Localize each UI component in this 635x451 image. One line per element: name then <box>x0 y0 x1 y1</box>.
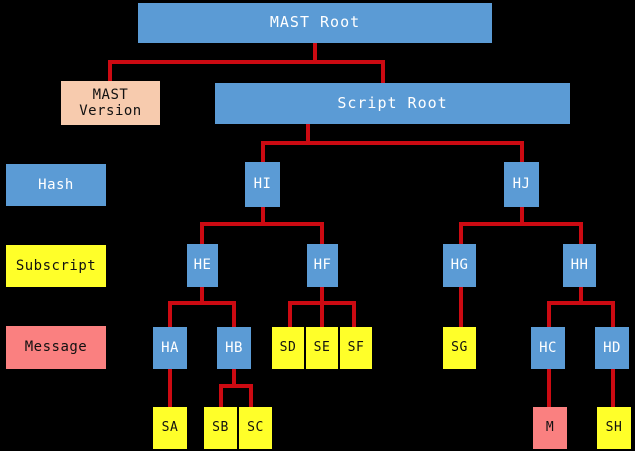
node-sc[interactable]: SC <box>239 407 272 449</box>
connector-to-se <box>320 301 324 328</box>
node-mast-version[interactable]: MAST Version <box>61 81 160 125</box>
node-m[interactable]: M <box>533 407 567 449</box>
node-hh[interactable]: HH <box>563 244 596 287</box>
connector-mast-root-stem <box>313 42 317 63</box>
node-script-root[interactable]: Script Root <box>215 83 570 124</box>
node-sf[interactable]: SF <box>340 327 372 369</box>
connector-he-stem <box>200 287 204 304</box>
connector-he-bar <box>168 301 236 305</box>
legend-item-message: Message <box>6 326 106 369</box>
node-hd[interactable]: HD <box>595 327 629 369</box>
connector-to-sd <box>288 301 292 328</box>
node-hj[interactable]: HJ <box>504 162 539 207</box>
connector-to-hg <box>459 222 463 245</box>
connector-hd-to-sh <box>611 369 615 408</box>
node-sa[interactable]: SA <box>153 407 187 449</box>
node-hb[interactable]: HB <box>217 327 251 369</box>
connector-to-he <box>200 222 204 245</box>
node-sh[interactable]: SH <box>597 407 631 449</box>
node-sb[interactable]: SB <box>204 407 237 449</box>
connector-to-hb <box>232 301 236 328</box>
connector-to-hj <box>520 141 524 163</box>
connector-hc-to-m <box>547 369 551 408</box>
node-se[interactable]: SE <box>306 327 338 369</box>
node-sg[interactable]: SG <box>443 327 476 369</box>
connector-to-hd <box>611 301 615 328</box>
connector-hj-stem <box>520 207 524 225</box>
node-hc[interactable]: HC <box>531 327 565 369</box>
node-sd[interactable]: SD <box>272 327 304 369</box>
connector-hh-bar <box>547 301 615 305</box>
legend-item-subscript: Subscript <box>6 245 106 287</box>
connector-to-sc <box>249 384 253 408</box>
node-ha[interactable]: HA <box>153 327 187 369</box>
connector-hg-to-sg <box>459 287 463 328</box>
node-hi[interactable]: HI <box>245 162 280 207</box>
connector-mast-root-bar <box>108 60 385 64</box>
connector-to-ha <box>168 301 172 328</box>
node-he[interactable]: HE <box>187 244 218 287</box>
connector-to-script-root <box>381 60 385 84</box>
connector-to-hc <box>547 301 551 328</box>
connector-hj-bar <box>459 222 583 226</box>
connector-script-root-bar <box>261 141 524 145</box>
connector-hh-stem <box>579 287 583 304</box>
connector-hf-stem <box>320 287 324 304</box>
connector-to-sf <box>352 301 356 328</box>
connector-hb-bar <box>219 384 253 388</box>
connector-to-hf <box>320 222 324 245</box>
node-mast-root[interactable]: MAST Root <box>138 3 492 43</box>
connector-to-mast-version <box>108 60 112 82</box>
node-hg[interactable]: HG <box>443 244 476 287</box>
connector-ha-to-sa <box>168 369 172 408</box>
connector-to-hh <box>579 222 583 245</box>
connector-to-hi <box>261 141 265 163</box>
connector-to-sb <box>219 384 223 408</box>
connector-script-root-stem <box>306 124 310 144</box>
legend-item-hash: Hash <box>6 164 106 206</box>
connector-hi-stem <box>261 207 265 225</box>
node-hf[interactable]: HF <box>307 244 338 287</box>
connector-hi-bar <box>200 222 324 226</box>
connector-hb-stem <box>232 369 236 387</box>
